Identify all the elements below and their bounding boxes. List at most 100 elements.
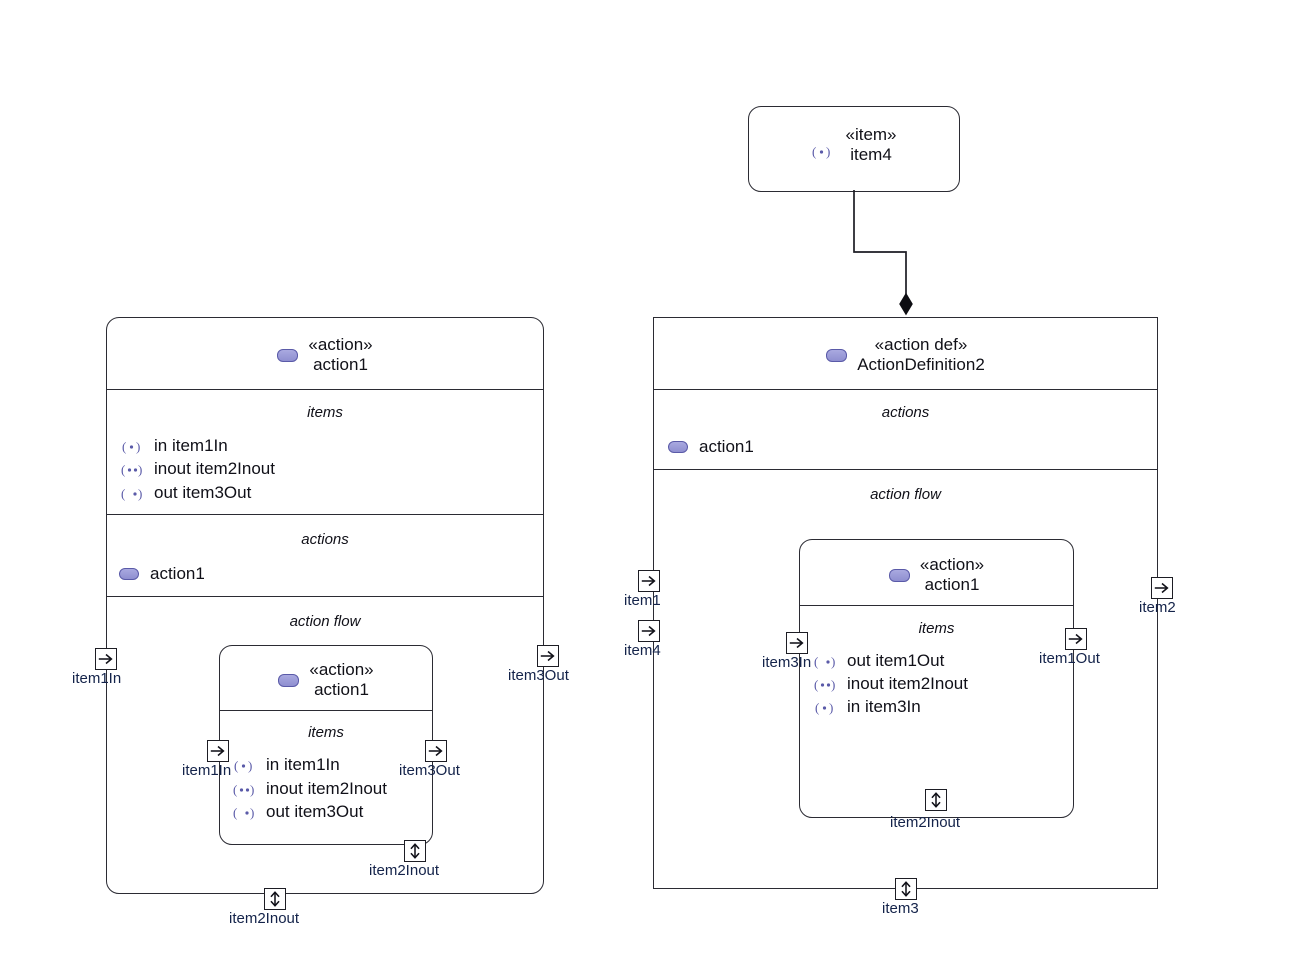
svg-text:(: (	[812, 145, 816, 159]
action-item-label: action1	[150, 564, 205, 583]
port-label-item2inout-nested: item2Inout	[890, 814, 961, 831]
item4-header: ( ) «item» item4	[749, 125, 959, 165]
nested-action1-keyword: «action»	[919, 555, 985, 574]
action-item-action1[interactable]: action1	[119, 564, 205, 584]
direction-out-icon: ( )	[121, 486, 145, 501]
action-icon	[277, 348, 299, 362]
port-item4-outer[interactable]	[638, 620, 660, 642]
svg-text:(: (	[234, 759, 238, 773]
svg-text:): )	[250, 806, 254, 820]
nested-feature-inout-item2inout: ( ) inout item2Inout	[814, 675, 968, 692]
port-label-item1-outer: item1	[624, 592, 661, 609]
port-item2inout-nested[interactable]	[925, 789, 947, 811]
port-bidirectional-icon	[270, 891, 280, 907]
nested-feature-inout-item2inout: ( ) inout item2Inout	[233, 780, 387, 797]
items-separator	[107, 514, 543, 515]
direction-inout-icon: ( )	[233, 782, 257, 797]
svg-text:): )	[136, 440, 140, 454]
svg-text:(: (	[814, 655, 818, 669]
nested-action1-header: «action» action1	[800, 555, 1073, 595]
svg-text:(: (	[121, 487, 125, 501]
port-item2inout-outer[interactable]	[264, 888, 286, 910]
svg-text:(: (	[233, 783, 237, 797]
svg-text:): )	[831, 678, 835, 692]
port-label-item1in-outer: item1In	[72, 670, 122, 687]
actiondefinition2-keyword: «action def»	[874, 335, 968, 354]
port-label-item2-outer: item2	[1139, 599, 1176, 616]
composition-connector[interactable]	[840, 190, 930, 320]
action-item-label: action1	[699, 437, 754, 456]
port-item3out-nested[interactable]	[425, 740, 447, 762]
port-arrow-icon	[210, 745, 225, 757]
port-arrow-icon	[540, 650, 555, 662]
nested-action1-block[interactable]: «action» action1 items ( ) in item1In	[219, 645, 433, 845]
svg-text:(: (	[121, 463, 125, 477]
port-item1in-nested[interactable]	[207, 740, 229, 762]
action1-usage-block[interactable]: «action» action1 items ( ) in item1In (	[106, 317, 544, 894]
port-item1out-nested[interactable]	[1065, 628, 1087, 650]
port-label-item3-outer: item3	[882, 900, 919, 917]
port-arrow-icon	[641, 625, 656, 637]
nested-items-caption: items	[918, 620, 955, 637]
item4-block[interactable]: ( ) «item» item4	[748, 106, 960, 192]
action-icon	[119, 568, 139, 580]
action-item-action1[interactable]: action1	[668, 437, 754, 457]
port-arrow-icon	[98, 653, 113, 665]
nested-header-separator	[220, 710, 432, 711]
port-arrow-icon	[789, 637, 804, 649]
port-label-item3in-nested: item3In	[762, 654, 812, 671]
port-arrow-icon	[1068, 633, 1083, 645]
port-item3out-outer[interactable]	[537, 645, 559, 667]
action-icon	[278, 673, 300, 687]
feature-label: inout item2Inout	[266, 779, 387, 798]
item4-keyword: «item»	[845, 125, 897, 144]
port-label-item2inout-outer: item2Inout	[229, 910, 300, 927]
feature-inout-item2inout: ( ) inout item2Inout	[121, 460, 275, 477]
nested-action1-header: «action» action1	[220, 660, 432, 700]
port-item3-outer[interactable]	[895, 878, 917, 900]
action-icon	[888, 568, 910, 582]
direction-out-icon: ( )	[233, 805, 257, 820]
feature-label: in item3In	[847, 697, 921, 716]
actions-caption: actions	[881, 404, 930, 421]
port-arrow-icon	[1154, 582, 1169, 594]
nested-action1-name: action1	[924, 575, 980, 595]
actiondefinition2-name: ActionDefinition2	[857, 355, 985, 375]
feature-label: in item1In	[266, 755, 340, 774]
action1-header: «action» action1	[107, 335, 543, 375]
port-arrow-icon	[641, 575, 656, 587]
port-bidirectional-icon	[410, 843, 420, 859]
direction-in-icon: ( )	[233, 758, 257, 773]
port-item1in-outer[interactable]	[95, 648, 117, 670]
feature-label: in item1In	[154, 436, 228, 455]
svg-text:(: (	[814, 678, 818, 692]
port-item3in-nested[interactable]	[786, 632, 808, 654]
svg-text:): )	[831, 655, 835, 669]
composition-diamond	[899, 292, 913, 316]
svg-text:): )	[826, 145, 830, 159]
nested-header-separator	[800, 605, 1073, 606]
action1-name: action1	[313, 355, 368, 375]
nested-action1-block[interactable]: «action» action1 items ( ) out item1Out	[799, 539, 1074, 818]
item4-name: item4	[850, 145, 892, 165]
port-label-item1in-nested: item1In	[182, 762, 232, 779]
port-item1-outer[interactable]	[638, 570, 660, 592]
port-item2-outer[interactable]	[1151, 577, 1173, 599]
direction-in-icon: ( )	[814, 700, 838, 715]
svg-text:(: (	[815, 701, 819, 715]
port-bidirectional-icon	[901, 881, 911, 897]
actiondefinition2-block[interactable]: «action def» ActionDefinition2 actions a…	[653, 317, 1158, 889]
port-label-item1out-nested: item1Out	[1039, 650, 1100, 667]
action1-keyword: «action»	[308, 335, 373, 354]
actiondefinition2-header: «action def» ActionDefinition2	[654, 335, 1157, 375]
nested-action1-name: action1	[314, 680, 369, 700]
port-label-item3out-nested: item3Out	[399, 762, 460, 779]
svg-text:(: (	[122, 440, 126, 454]
direction-inout-icon: ( )	[814, 677, 838, 692]
nested-feature-in-item3in: ( ) in item3In	[814, 698, 921, 715]
actions-separator	[654, 469, 1157, 470]
feature-label: inout item2Inout	[154, 459, 275, 478]
port-item2inout-nested[interactable]	[404, 840, 426, 862]
items-caption: items	[307, 404, 343, 421]
svg-text:): )	[250, 783, 254, 797]
